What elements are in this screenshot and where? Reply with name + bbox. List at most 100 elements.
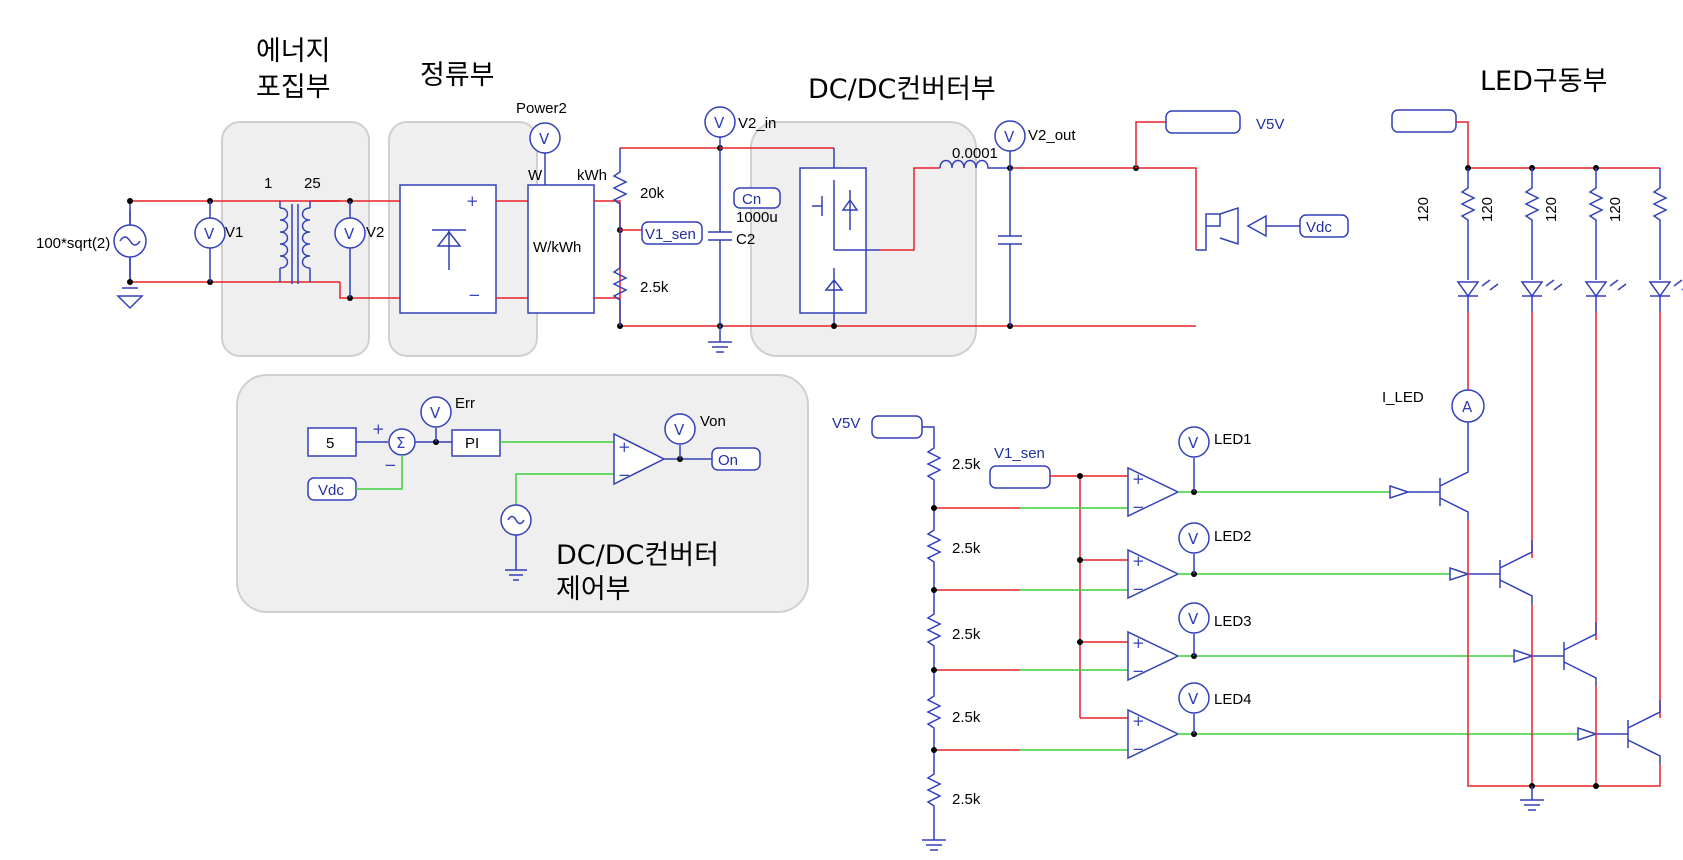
svg-text:−: −: [1132, 580, 1145, 598]
von-label: Von: [700, 413, 726, 430]
c2-label: C2: [736, 231, 755, 248]
voltmeter-led4: V: [1178, 682, 1210, 734]
v1-sen-label: V1_sen: [994, 445, 1045, 462]
section-dcdc-control-line2: 제어부: [556, 574, 631, 605]
divider-chain: [922, 440, 946, 851]
rectifier-block: + −: [399, 184, 497, 314]
section-rectifier: 정류부: [420, 60, 495, 91]
r-top-label: 20k: [640, 185, 665, 202]
comparator-led1: +−: [1127, 466, 1180, 518]
capacitor-out: [998, 168, 1022, 326]
svg-text:Vdc: Vdc: [318, 482, 344, 499]
capacitor-c2: [708, 148, 732, 326]
led-string-1: [1456, 168, 1499, 312]
v1-label: V1: [225, 224, 243, 241]
voltmeter-v2-in: V: [704, 106, 736, 148]
source-value-label: 100*sqrt(2): [36, 235, 110, 252]
buck-switch-block: [799, 148, 880, 326]
v2-in-label: V2_in: [738, 115, 776, 132]
summer: Σ: [388, 428, 416, 456]
led-string-3: [1584, 168, 1627, 312]
resistor-20k: [612, 148, 628, 230]
svg-text:+: +: [1132, 552, 1145, 570]
section-dcdc-converter: DC/DC컨버터부: [808, 74, 996, 105]
v5v-top-label: V5V: [1256, 116, 1284, 133]
svg-text:V: V: [204, 225, 215, 243]
voltmeter-led3: V: [1178, 602, 1210, 656]
svg-text:−: −: [468, 286, 481, 304]
cap-value-label: 1000u: [736, 209, 778, 226]
svg-text:V: V: [1188, 434, 1199, 452]
div-r4-label: 2.5k: [952, 709, 981, 726]
section-led-driver: LED구동부: [1480, 66, 1607, 97]
led1-label: LED1: [1214, 431, 1252, 448]
svg-text:−: −: [1132, 662, 1145, 680]
svg-text:V: V: [344, 225, 355, 243]
svg-text:Σ: Σ: [396, 434, 405, 452]
led4-label: LED4: [1214, 691, 1252, 708]
r120-3-label: 120: [1543, 197, 1560, 222]
led-string-2: [1520, 168, 1563, 312]
power2-label: Power2: [516, 100, 567, 117]
svg-text:−: −: [1132, 498, 1145, 516]
voltmeter-v2-out: V: [994, 120, 1026, 168]
voltage-sensor: [1196, 206, 1300, 251]
inductor-label: 0.0001: [952, 145, 998, 162]
svg-text:V1_sen: V1_sen: [645, 226, 696, 243]
voltmeter-power2: V: [529, 122, 561, 185]
svg-text:V: V: [539, 130, 550, 148]
label-tag-v1-sen-ctrl: [989, 465, 1051, 489]
svg-text:−: −: [1132, 740, 1145, 758]
transformer: [279, 201, 311, 284]
svg-text:V: V: [430, 404, 441, 422]
section-dcdc-control-line1: DC/DC컨버터: [556, 540, 719, 571]
svg-text:+: +: [618, 438, 631, 456]
voltmeter-v1: V: [194, 201, 226, 282]
comparator-on: + −: [613, 432, 666, 486]
sum-plus: +: [372, 420, 385, 438]
led2-label: LED2: [1214, 528, 1252, 545]
v2-label: V2: [366, 224, 384, 241]
voltmeter-v2: V: [334, 201, 366, 298]
label-tag-vdc-in: Vdc: [307, 477, 357, 501]
err-label: Err: [455, 395, 475, 412]
section-energy-harvest-line2: 포집부: [256, 72, 331, 103]
svg-text:+: +: [466, 192, 479, 210]
voltmeter-led1: V: [1178, 426, 1210, 492]
svg-text:A: A: [1462, 398, 1473, 416]
svg-text:−: −: [618, 466, 631, 484]
comparator-led4: +−: [1127, 708, 1180, 760]
svg-text:On: On: [718, 452, 738, 469]
turns-secondary-label: 25: [304, 175, 321, 192]
power-meter: W/kWh: [527, 184, 595, 314]
svg-text:V: V: [1188, 610, 1199, 628]
label-tag-vdc-out: Vdc: [1299, 214, 1349, 238]
svg-text:5: 5: [326, 435, 334, 452]
turns-primary-label: 1: [264, 175, 272, 192]
svg-text:V: V: [674, 421, 685, 439]
svg-text:W/kWh: W/kWh: [533, 239, 581, 256]
sum-minus: −: [384, 456, 397, 474]
source-wires: [130, 200, 340, 283]
label-tag-v1-sen: V1_sen: [641, 221, 703, 245]
inductor: [939, 159, 1010, 169]
emitter-return-bus: [1467, 520, 1661, 787]
transistor-q2: [1449, 540, 1533, 604]
section-energy-harvest-line1: 에너지: [256, 36, 331, 67]
carrier-source: [500, 504, 532, 581]
i-led-label: I_LED: [1382, 389, 1424, 406]
transistor-q1: [1389, 460, 1469, 520]
label-tag-cn: Cn: [733, 187, 781, 209]
r120-1-label: 120: [1415, 197, 1432, 222]
r-bottom-label: 2.5k: [640, 279, 669, 296]
transistor-q3: [1513, 622, 1597, 686]
svg-text:V: V: [1188, 530, 1199, 548]
svg-text:+: +: [1132, 712, 1145, 730]
kwh-label: kWh: [577, 167, 607, 184]
svg-text:Vdc: Vdc: [1306, 219, 1332, 236]
div-r3-label: 2.5k: [952, 626, 981, 643]
pi-controller: PI: [451, 429, 501, 457]
svg-text:V: V: [714, 114, 725, 132]
svg-text:+: +: [1132, 470, 1145, 488]
